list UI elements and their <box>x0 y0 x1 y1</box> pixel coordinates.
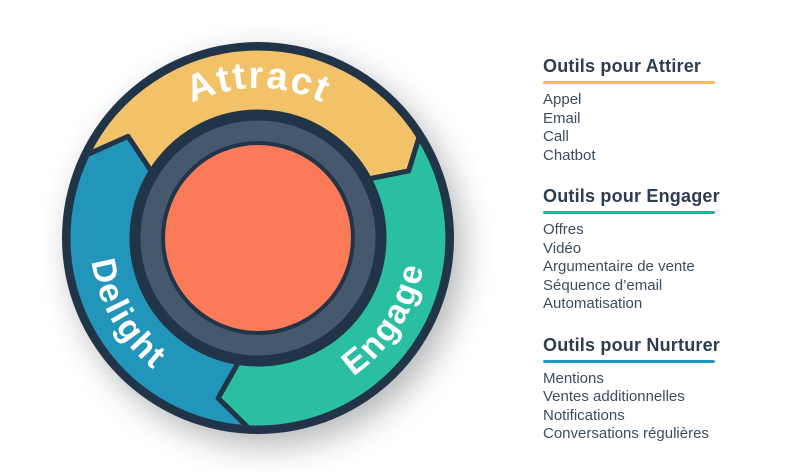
section-title-engager: Outils pour Engager <box>543 186 720 206</box>
section-underline-engager <box>543 211 715 214</box>
segment-engage <box>215 134 451 431</box>
tools-section-engager: Outils pour Engager Offres Vidéo Argumen… <box>543 185 783 314</box>
tool-item: Automatisation <box>543 295 643 312</box>
flywheel-hub <box>161 141 355 335</box>
segment-delight <box>65 133 251 431</box>
tool-item: Call <box>543 128 569 145</box>
tool-item: Séquence d’email <box>543 276 663 294</box>
section-title-attirer: Outils pour Attirer <box>543 56 702 76</box>
tool-item: Email <box>543 109 581 127</box>
tools-section-nurturer: Outils pour Nurturer Mentions Ventes add… <box>543 334 783 444</box>
tools-list-nurturer: Mentions Ventes additionnelles Notificat… <box>543 370 783 444</box>
flywheel-diagram: Attract Engage Delight <box>38 18 478 458</box>
tool-item: Vidéo <box>543 239 582 257</box>
section-underline-attirer <box>543 81 715 84</box>
tools-list-attirer: Appel Email Call Chatbot <box>543 91 783 165</box>
tool-item: Conversations régulières <box>543 425 709 442</box>
tool-item: Appel <box>543 91 582 108</box>
tool-item: Ventes additionnelles <box>543 388 685 405</box>
section-underline-nurturer <box>543 359 715 363</box>
tools-section-attirer: Outils pour Attirer Appel Email Call Cha… <box>543 55 783 165</box>
tool-item: Offres <box>543 221 584 238</box>
tools-list-engager: Offres Vidéo Argumentaire de vente Séque… <box>543 221 783 314</box>
tool-item: Mentions <box>543 369 604 387</box>
tool-item: Notifications <box>543 406 625 424</box>
tools-panel: Outils pour Attirer Appel Email Call Cha… <box>543 55 783 464</box>
section-title-nurturer: Outils pour Nurturer <box>543 334 721 355</box>
tool-item: Argumentaire de vente <box>543 258 695 275</box>
segment-attract <box>84 45 422 182</box>
tool-item: Chatbot <box>543 146 596 164</box>
flywheel-svg: Attract Engage Delight <box>62 42 454 434</box>
